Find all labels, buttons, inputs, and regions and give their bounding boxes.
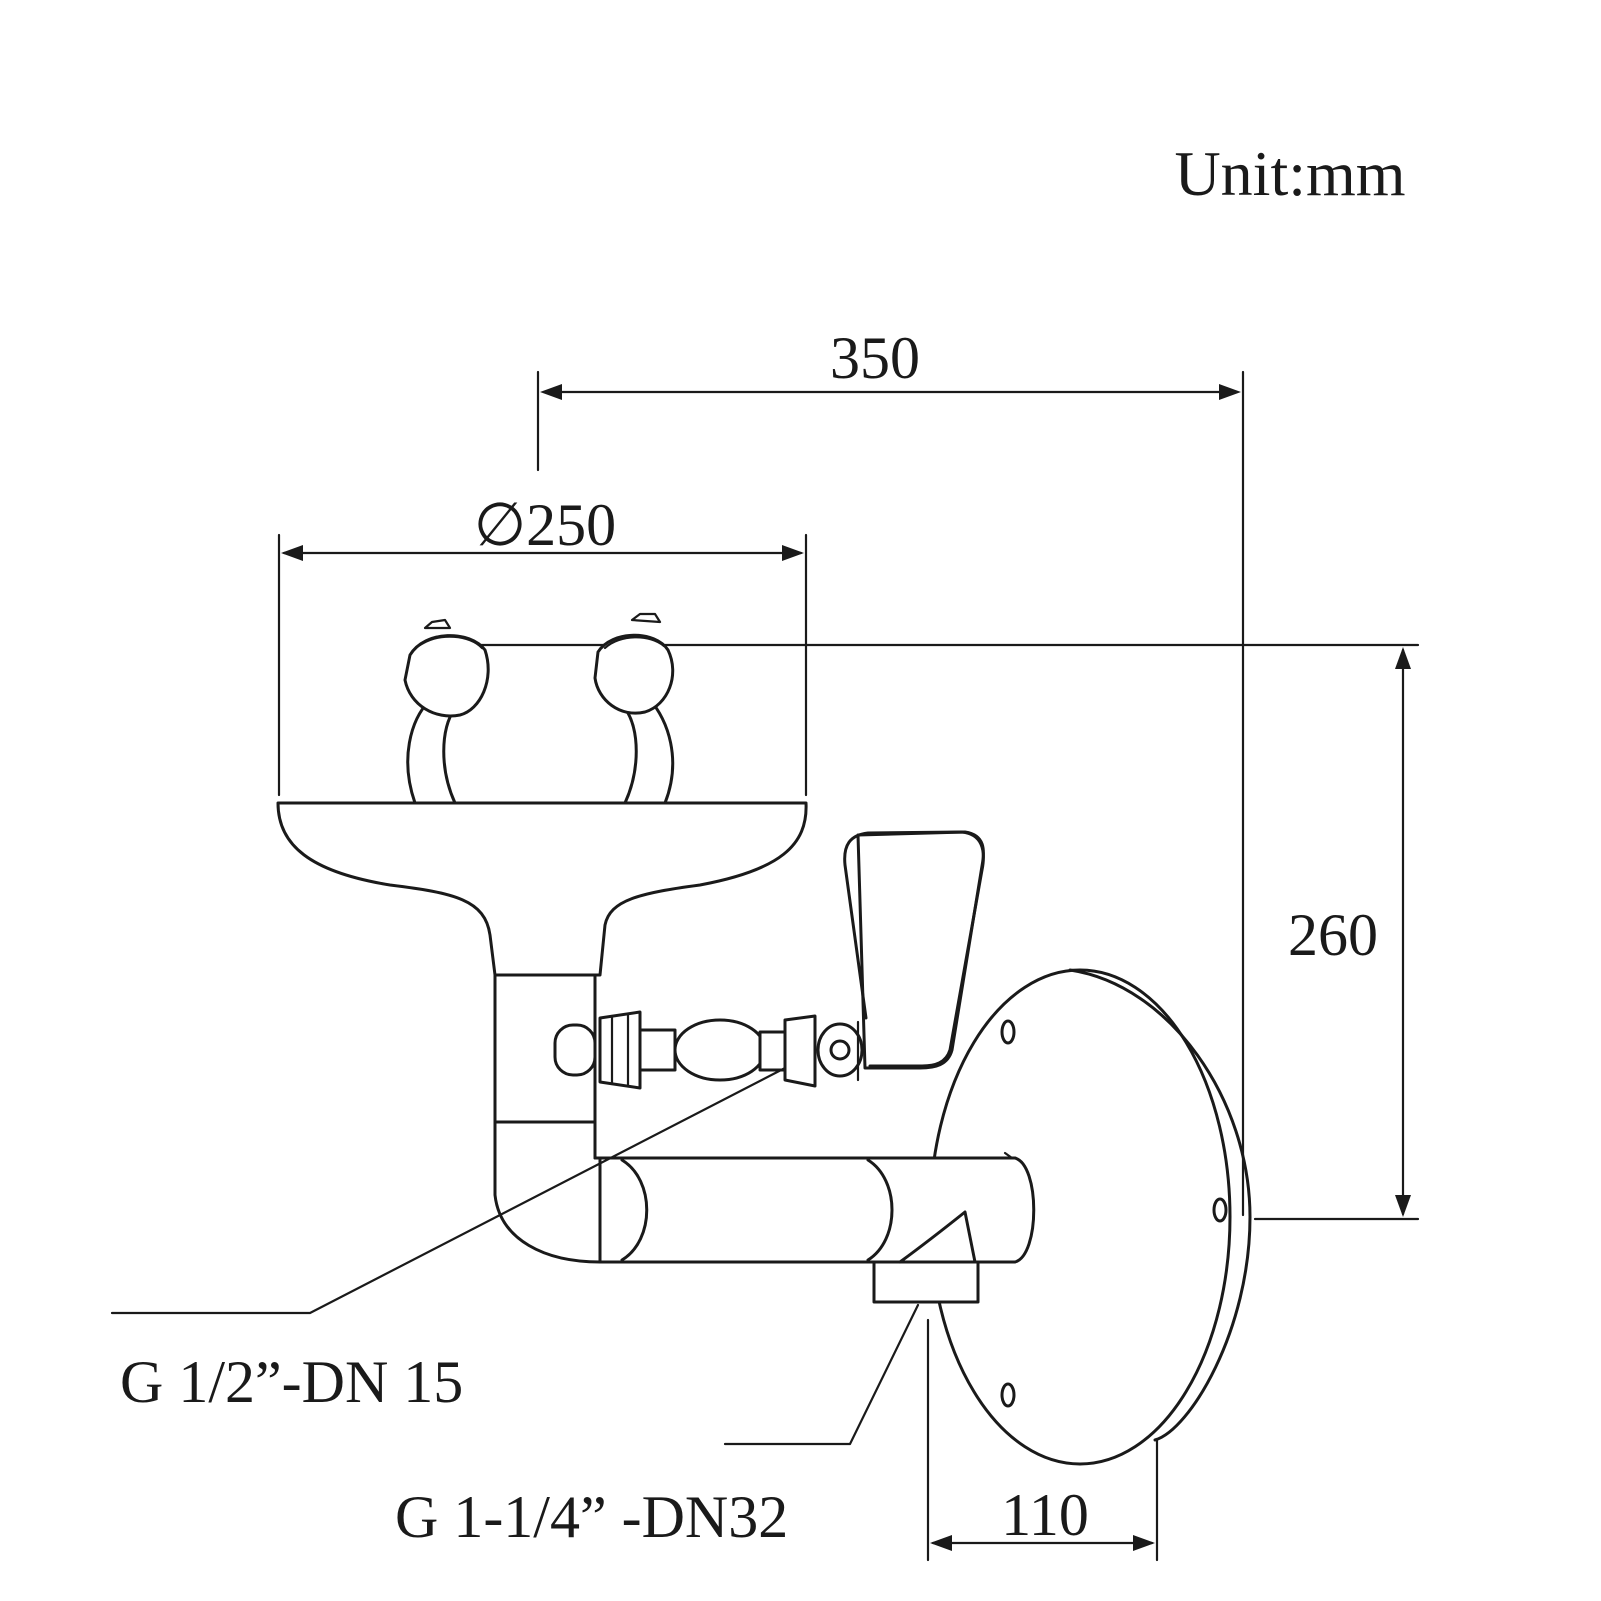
- valve-stem-screw: [829, 1039, 851, 1061]
- callout-inlet-label: G 1/2”-DN 15: [120, 1349, 463, 1415]
- spray-head-left: [403, 618, 490, 805]
- pipe-body: [598, 1156, 1036, 1264]
- arrowhead-right: [782, 545, 804, 561]
- dimension-label-260: 260: [1288, 902, 1378, 968]
- nozzle-rim-left: [418, 635, 484, 650]
- plate-edge: [1068, 968, 1252, 1442]
- arrowhead-right: [1219, 384, 1241, 400]
- bottom-outlet-fitting: [872, 1210, 980, 1304]
- pipe-joint-left: [620, 1158, 649, 1262]
- arrowhead-left: [281, 545, 303, 561]
- valve-hex-nut-right: [783, 1014, 817, 1088]
- pipe-edge-tick: [1003, 1151, 1014, 1160]
- mounting-hole-top: [1000, 1019, 1016, 1045]
- outlet-tee: [898, 1210, 977, 1264]
- valve-body: [673, 1018, 767, 1082]
- lever-handle: [843, 830, 985, 1068]
- arrowhead-top: [1395, 647, 1411, 669]
- dimension-label-110: 110: [1001, 1482, 1089, 1548]
- valve-stem-left: [638, 1028, 677, 1072]
- mounting-hole-right: [1212, 1197, 1228, 1223]
- dimension-label-350: 350: [830, 325, 920, 391]
- mounting-hole-bottom: [1000, 1382, 1016, 1408]
- column-body: [493, 973, 602, 1264]
- horizontal-supply-pipe: [598, 1151, 1036, 1264]
- lever-handle-fill-area: [856, 830, 985, 1070]
- callout-outlet-label: G 1-1/4” -DN32: [395, 1484, 788, 1550]
- pipe-joint-right: [866, 1158, 894, 1262]
- arrowhead-bottom: [1395, 1195, 1411, 1217]
- spray-nozzle-left: [403, 634, 490, 718]
- spray-head-right: [593, 612, 675, 805]
- unit-label: Unit:mm: [1174, 138, 1405, 209]
- valve-stem-right: [758, 1030, 787, 1072]
- bowl-basin: [276, 801, 808, 977]
- dimension-overall-width: 350: [536, 325, 1245, 1217]
- spray-stem-right: [623, 698, 675, 805]
- leader-line-outlet: [723, 1303, 920, 1446]
- control-valve: [553, 830, 985, 1090]
- leader-line-inlet: [110, 1066, 787, 1315]
- outlet-body: [872, 1260, 980, 1304]
- valve-hex-nut-left: [598, 1010, 642, 1090]
- nozzle-cap-right: [630, 612, 662, 624]
- arrowhead-left: [930, 1535, 952, 1551]
- eyewash-bowl: [276, 801, 808, 977]
- spray-nozzle-right: [593, 633, 675, 715]
- arrowhead-left: [540, 384, 562, 400]
- valve-stem-cap: [816, 1022, 864, 1078]
- dimension-label-250: ∅250: [474, 492, 616, 558]
- arrowhead-right: [1133, 1535, 1155, 1551]
- dimension-bowl-diameter: ∅250: [277, 492, 808, 797]
- nozzle-rim-right: [603, 636, 666, 650]
- nozzle-cap-left: [423, 618, 452, 630]
- valve-inlet-nipple: [553, 1023, 597, 1077]
- dimension-mount-depth: 110: [926, 1318, 1159, 1562]
